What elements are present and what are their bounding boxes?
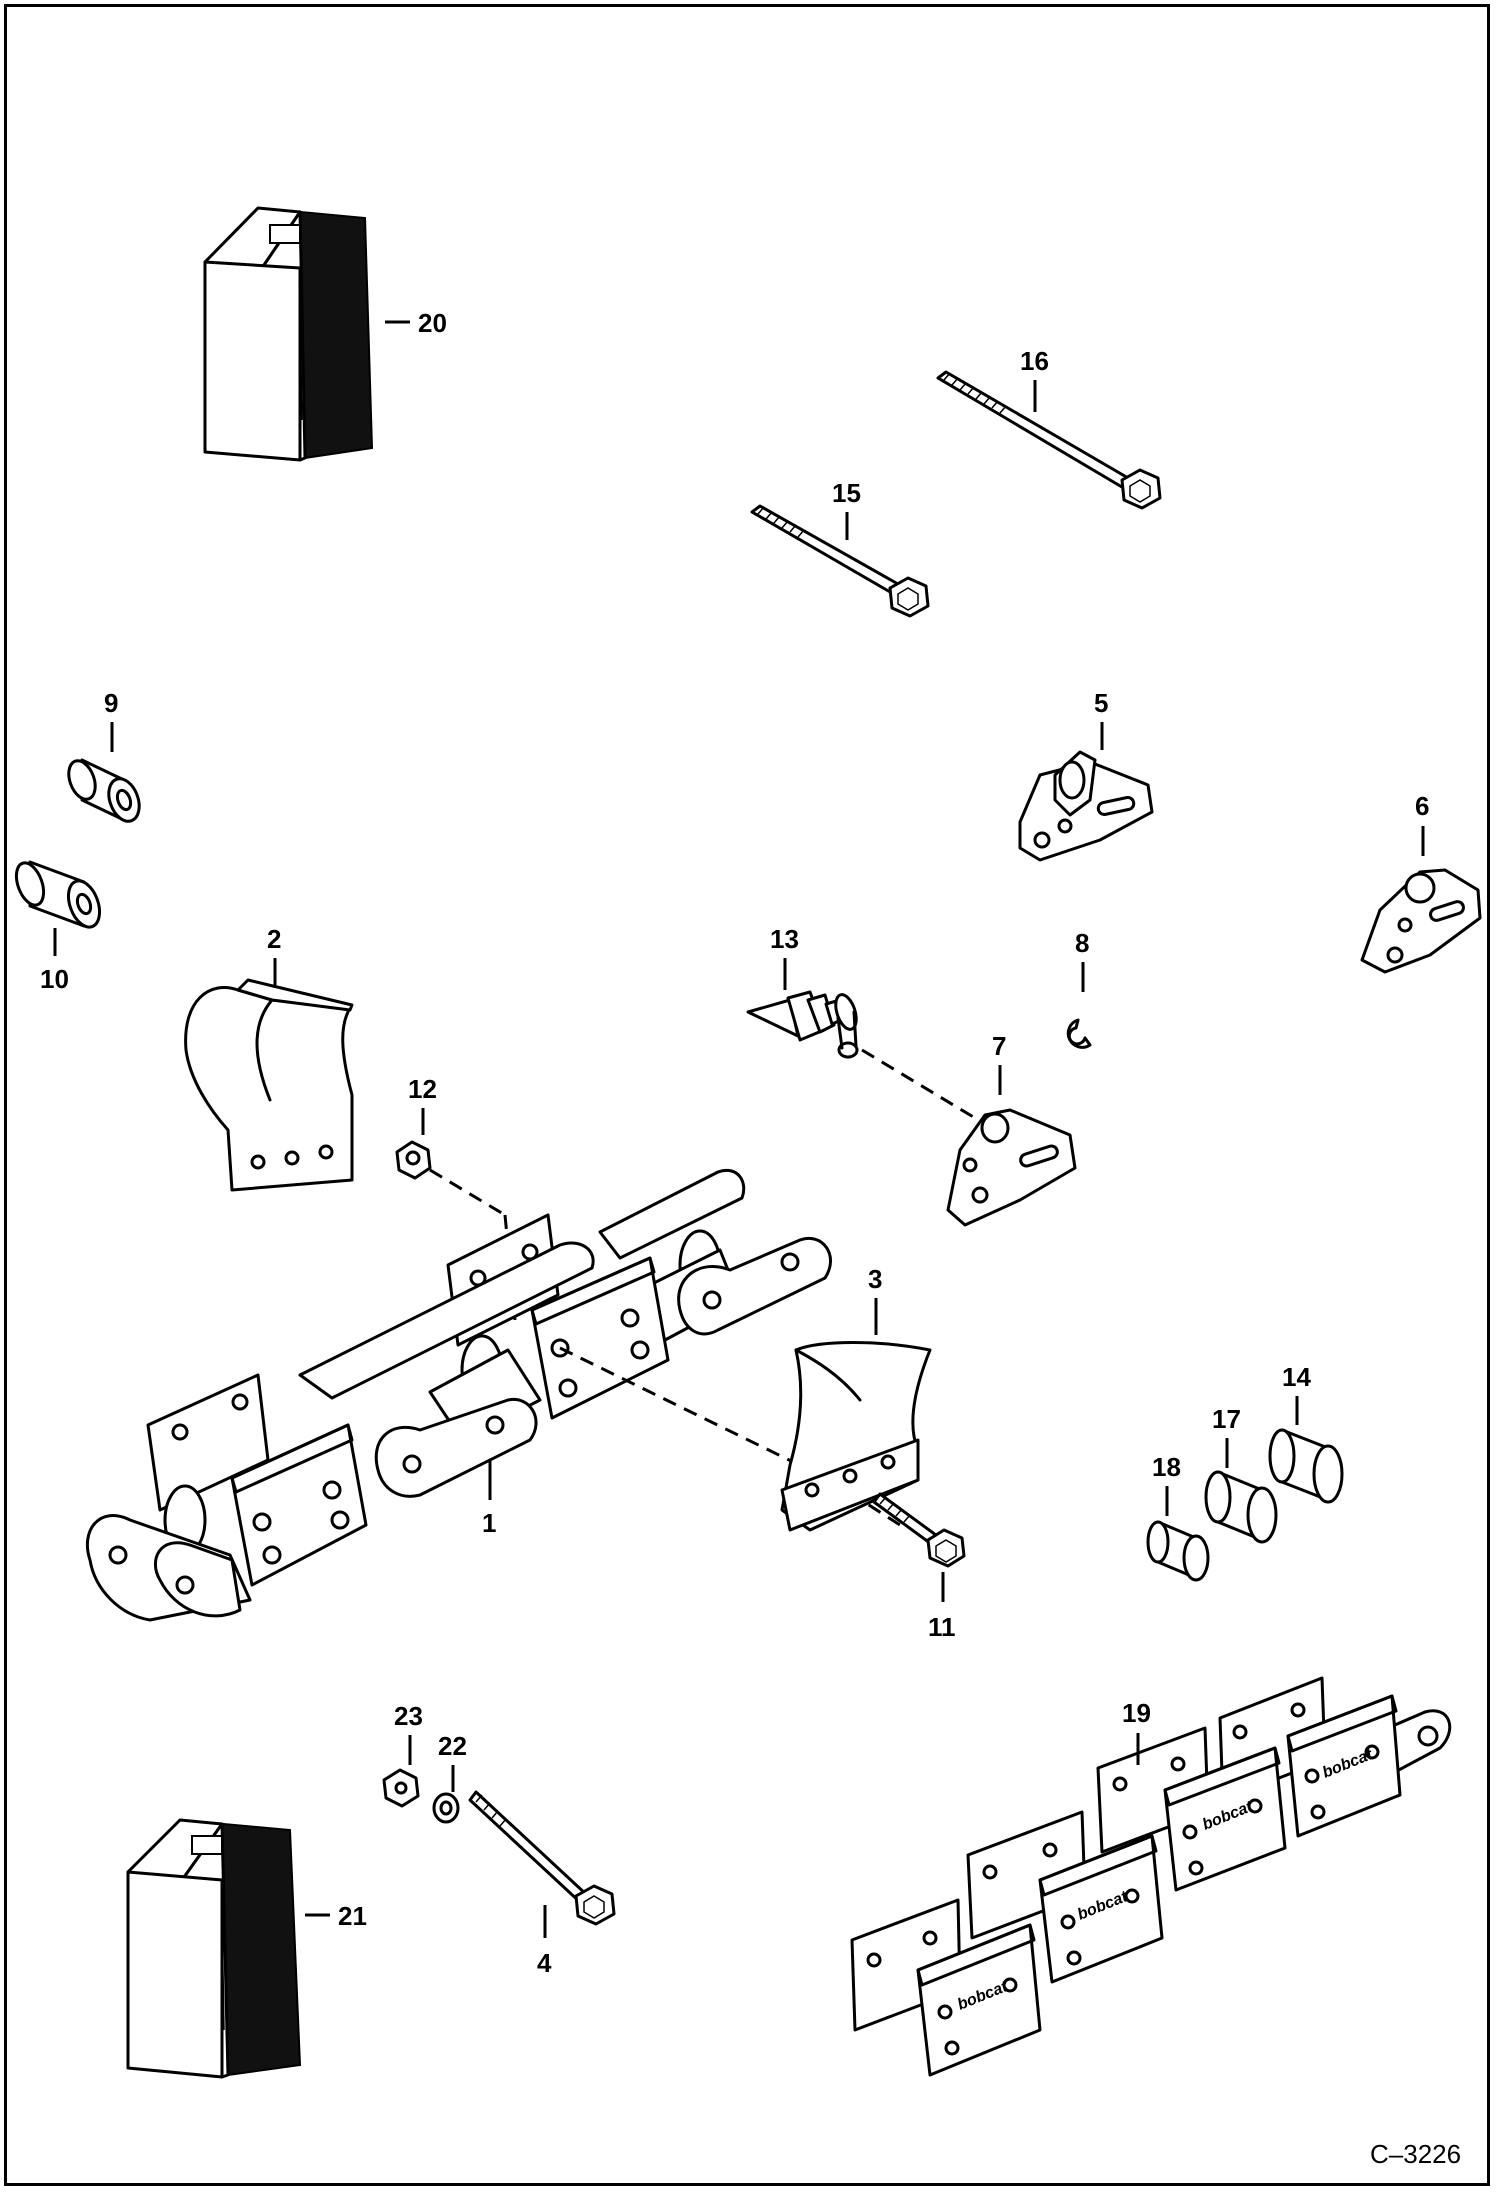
callout-20: 20 [418, 308, 447, 338]
callout-18: 18 [1152, 1452, 1181, 1482]
callout-23: 23 [394, 1701, 423, 1731]
part-20-box [203, 206, 374, 462]
callout-1: 1 [482, 1508, 496, 1538]
callout-3: 3 [868, 1264, 882, 1294]
callout-11: 11 [928, 1612, 956, 1642]
callout-5: 5 [1094, 688, 1108, 718]
part-2-guard [184, 978, 354, 1192]
callout-13: 13 [770, 924, 799, 954]
callout-6: 6 [1415, 791, 1429, 821]
callout-22: 22 [438, 1731, 467, 1761]
part-17-bushing [1204, 1470, 1278, 1544]
drawing-code: C–3226 [1370, 2139, 1461, 2169]
part-6-bracket [1360, 868, 1482, 974]
callout-10: 10 [40, 964, 69, 994]
callout-19: 19 [1122, 1698, 1151, 1728]
part-3-guard [780, 1341, 932, 1532]
callout-9: 9 [104, 688, 118, 718]
part-19-chain: bobcat bobcat bobcat bobcat [850, 1676, 1452, 2077]
part-8-clip [1066, 1018, 1092, 1049]
part-16-bolt [936, 370, 1162, 510]
part-7-bracket [946, 1108, 1077, 1227]
part-18-bushing [1146, 1520, 1210, 1582]
callout-8: 8 [1075, 928, 1089, 958]
drawing-frame [4, 4, 1490, 2186]
part-23-nut [382, 1768, 420, 1808]
part-22-washer [432, 1792, 460, 1824]
part-10-bushing [14, 860, 102, 929]
part-1-chain [85, 1168, 901, 1622]
part-9-bushing [67, 758, 141, 823]
callout-14: 14 [1282, 1362, 1311, 1392]
callout-15: 15 [832, 478, 861, 508]
callout-4: 4 [537, 1948, 552, 1978]
callout-16: 16 [1020, 346, 1049, 376]
callout-21: 21 [338, 1901, 367, 1931]
part-15-bolt [750, 504, 930, 618]
callout-17: 17 [1212, 1404, 1241, 1434]
callout-7: 7 [992, 1031, 1006, 1061]
part-11-bolt [872, 1492, 966, 1568]
part-13-tooth [746, 990, 976, 1120]
leader-lines [53, 320, 1425, 1938]
part-4-bolt [468, 1790, 616, 1926]
part-5-bracket [1018, 750, 1154, 862]
callout-12: 12 [408, 1074, 437, 1104]
callout-labels: 20 16 15 9 10 5 6 13 8 2 12 7 3 1 11 14 … [40, 308, 1429, 1978]
part-14-bushing [1268, 1428, 1344, 1504]
callout-2: 2 [267, 924, 281, 954]
part-21-box [126, 1818, 302, 2079]
